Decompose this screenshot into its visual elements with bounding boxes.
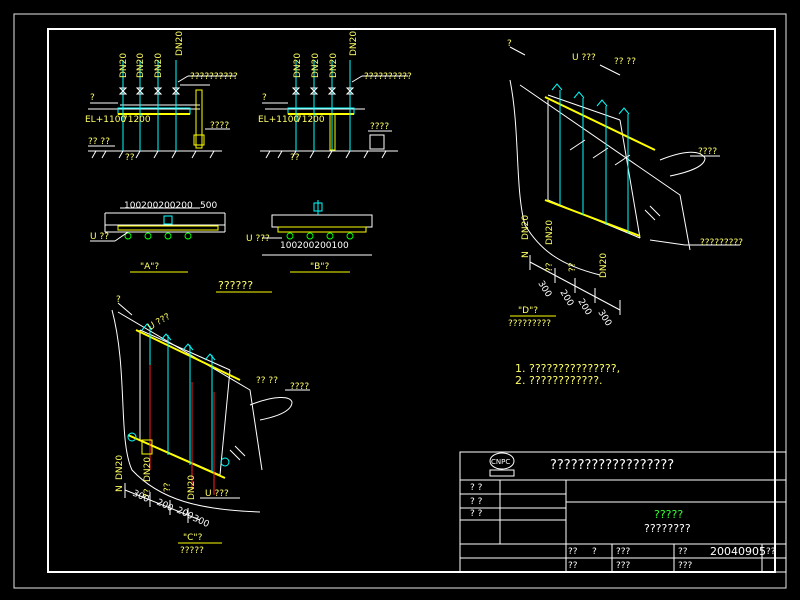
iso-c-callout-lower: U ???: [205, 489, 229, 499]
iso-c-label-tr: U ???: [147, 312, 173, 333]
tm-elevation-dims: 71200: [296, 115, 325, 125]
iso-d-label-top: ?: [507, 39, 512, 49]
plan-a-dims: 100200200200: [124, 201, 193, 211]
iso-d-dn-1: DN20: [521, 215, 531, 240]
plan-a-caption: "A"?: [140, 262, 159, 272]
iso-c-caption: "C"?: [183, 533, 203, 543]
tl-callout-right: ??????????: [190, 72, 238, 82]
iso-d-dim-1: 300: [535, 279, 553, 299]
tl-ground: ??: [125, 153, 135, 163]
plan-b-caption: "B"?: [310, 262, 329, 272]
iso-d-caption: "D"?: [518, 306, 538, 316]
tb-bottom-r2-c3: ???: [678, 561, 693, 571]
tm-dn-label-3: DN20: [329, 53, 339, 78]
tb-bottom-r1-c6: ??: [766, 547, 776, 557]
iso-d-callout-bottom: ?????????: [700, 238, 743, 248]
iso-c-callout-pipe: ????: [290, 382, 309, 392]
title-block: [459, 451, 787, 573]
tl-label-left: ?: [90, 93, 95, 103]
notes: 1. ???????????????, 2. ????????????.: [515, 362, 620, 387]
iso-c-dim-2: 200: [155, 498, 175, 514]
tm-ground: ??: [290, 153, 300, 163]
tm-dn-label-1: DN20: [293, 53, 303, 78]
iso-c-dim-4: 300: [191, 514, 211, 530]
tb-bottom-r1-date: 20040905: [710, 545, 766, 558]
tb-bottom-r1-c3: ???: [616, 547, 631, 557]
note-1: 1. ???????????????,: [515, 362, 620, 375]
tm-tag-bottom-right: ????: [370, 122, 389, 132]
iso-d-label-right: ?? ??: [614, 57, 636, 67]
iso-c-dn-2: DN20: [143, 457, 153, 482]
tm-elevation: EL+1100: [258, 115, 299, 125]
view-iso-d: ? U ??? ?? ?? ???? ????????? DN20 DN20 D…: [507, 39, 743, 329]
iso-d-dn-3: DN20: [599, 253, 609, 278]
iso-c-dn-3: DN20: [187, 475, 197, 500]
view-top-mid-elevation: DN20 DN20 DN20 DN20 ?????????? ? EL+1100…: [258, 31, 412, 163]
iso-d-vtag-2: ??: [568, 262, 578, 272]
tl-tag-bottom-left: ?? ??: [88, 137, 110, 147]
tm-dn-label-4: DN20: [349, 31, 359, 56]
tb-bottom-r1-c2: ?: [592, 547, 597, 557]
iso-d-caption-sub: ?????????: [508, 319, 551, 329]
iso-c-vtag-1: N: [115, 485, 125, 492]
sheet-outer-border: [13, 13, 787, 589]
tl-dn-label-2: DN20: [136, 53, 146, 78]
iso-c-vtag-3: ??: [143, 488, 153, 498]
iso-c-caption-sub: ?????: [180, 546, 204, 556]
tb-project-line-2: ????????: [644, 522, 691, 535]
tb-project-line-1: ?????: [654, 508, 683, 521]
tl-dn-label-3: DN20: [154, 53, 164, 78]
title-block-title: ??????????????????: [550, 458, 674, 473]
tb-bottom-r1-c4: ??: [678, 547, 688, 557]
plan-a-dim-right: 500: [200, 201, 217, 211]
view-plan-b: 100200200100 U ??? "B"?: [246, 200, 373, 273]
plan-a-tag-left: U ??: [90, 232, 109, 242]
tm-dn-label-2: DN20: [311, 53, 321, 78]
tb-left-row-1: ? ?: [470, 483, 483, 493]
middle-caption: ??????: [218, 279, 253, 292]
iso-d-vtag-1: N: [521, 251, 531, 258]
iso-d-dn-2: DN20: [545, 220, 555, 245]
iso-d-dim-4: 300: [595, 308, 613, 328]
iso-d-dim-2: 200: [557, 288, 575, 308]
tb-bottom-r2-c1: ??: [568, 561, 578, 571]
tm-callout-right: ??????????: [364, 72, 412, 82]
cnpc-logo: CNPC: [491, 458, 510, 466]
tl-dn-label-1: DN20: [119, 53, 129, 78]
tl-elevation: EL+1100: [85, 115, 126, 125]
plan-b-tag-left: U ???: [246, 234, 270, 244]
tl-dn-label-4: DN20: [175, 31, 185, 56]
iso-c-label-right: ?? ??: [256, 376, 278, 386]
iso-d-dim-3: 200: [575, 297, 593, 317]
tm-label-left: ?: [262, 93, 267, 103]
sheet-inner-border: [47, 28, 776, 573]
view-top-left-elevation: DN20 DN20 DN20 DN20 ?????????? ? EL+1100…: [85, 31, 238, 163]
tb-left-row-2: ? ?: [470, 497, 483, 507]
iso-c-vtag-2: ??: [163, 482, 173, 492]
tl-elevation-dims: 71200: [122, 115, 151, 125]
tb-bottom-r2-c2: ???: [616, 561, 631, 571]
plan-b-dims: 100200200100: [280, 241, 349, 251]
iso-c-dn-1: DN20: [115, 455, 125, 480]
tl-tag-bottom-right: ????: [210, 121, 229, 131]
iso-d-vtag-3: ??: [545, 262, 555, 272]
note-2: 2. ????????????.: [515, 374, 603, 387]
view-iso-c: ? U ??? ?? ?? ???? DN20 DN20 DN20 N ?? ?…: [111, 295, 310, 556]
tb-bottom-r1-c1: ??: [568, 547, 578, 557]
view-plan-a: 100200200200 500 U ?? "A"?: [90, 201, 226, 273]
tb-left-row-3: ? ?: [470, 509, 483, 519]
iso-d-callout-pipe: ????: [698, 147, 717, 157]
iso-c-label-top: ?: [116, 295, 121, 305]
iso-d-label-tr: U ???: [572, 53, 596, 63]
